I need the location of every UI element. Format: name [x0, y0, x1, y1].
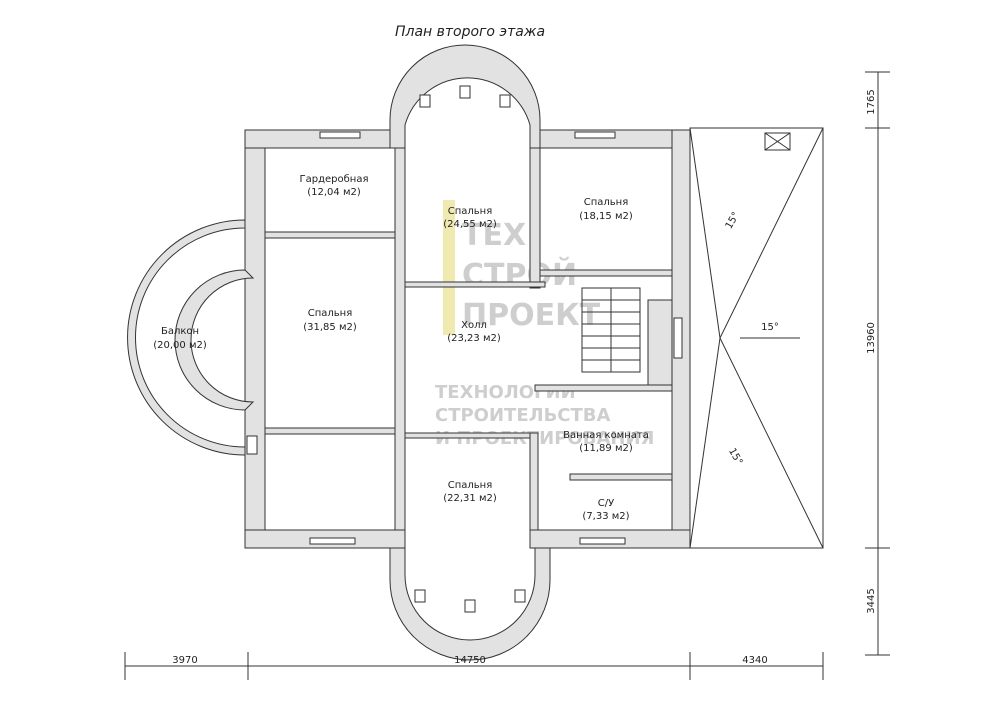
- room-area-wc: (7,33 м2): [582, 511, 629, 522]
- room-name-bathroom: Ванная комната: [563, 430, 649, 441]
- room-area-hall: (23,23 м2): [447, 333, 501, 344]
- room-name-wardrobe: Гардеробная: [300, 174, 369, 185]
- room-name-hall: Холл: [461, 320, 487, 331]
- room-name-bedroom-top: Спальня: [448, 206, 493, 217]
- room-area-bedroom-right: (18,15 м2): [579, 211, 633, 222]
- watermark-bar: [443, 200, 455, 335]
- roof-slope-1: 15°: [724, 210, 742, 231]
- roof-slope-3: 15°: [726, 446, 744, 467]
- dim-right-1: 1765: [866, 89, 877, 114]
- room-area-balcony: (20,00 м2): [153, 340, 207, 351]
- dim-right-3: 3445: [866, 588, 877, 613]
- room-name-balcony: Балкон: [161, 326, 199, 337]
- plan-title: План второго этажа: [395, 24, 545, 40]
- watermark-line-3: ПРОЕКТ: [462, 298, 601, 333]
- watermark-tag-2: СТРОИТЕЛЬСТВА: [435, 405, 610, 426]
- dim-right-2: 13960: [866, 322, 877, 354]
- room-area-bedroom-bottom: (22,31 м2): [443, 493, 497, 504]
- room-name-wc: С/У: [598, 498, 614, 509]
- dimension-lines: [124, 71, 890, 680]
- room-name-bedroom-right: Спальня: [584, 197, 629, 208]
- room-area-bathroom: (11,89 м2): [579, 443, 633, 454]
- dim-bottom-1: 3970: [172, 655, 197, 666]
- room-area-wardrobe: (12,04 м2): [307, 187, 361, 198]
- walls: [127, 44, 691, 661]
- room-area-bedroom-main: (31,85 м2): [303, 322, 357, 333]
- windows: [246, 85, 683, 613]
- roof-slope-2: 15°: [761, 322, 779, 333]
- room-name-bedroom-bottom: Спальня: [448, 480, 493, 491]
- room-labels: Гардеробная (12,04 м2) Спальня (24,55 м2…: [153, 174, 649, 522]
- staircase: [581, 287, 641, 373]
- roof-outline: [689, 127, 824, 549]
- dim-bottom-3: 4340: [742, 655, 767, 666]
- room-name-bedroom-main: Спальня: [308, 308, 353, 319]
- room-area-bedroom-top: (24,55 м2): [443, 219, 497, 230]
- watermark-line-1: ТЕХ: [462, 218, 526, 253]
- dim-bottom-2: 14750: [454, 655, 486, 666]
